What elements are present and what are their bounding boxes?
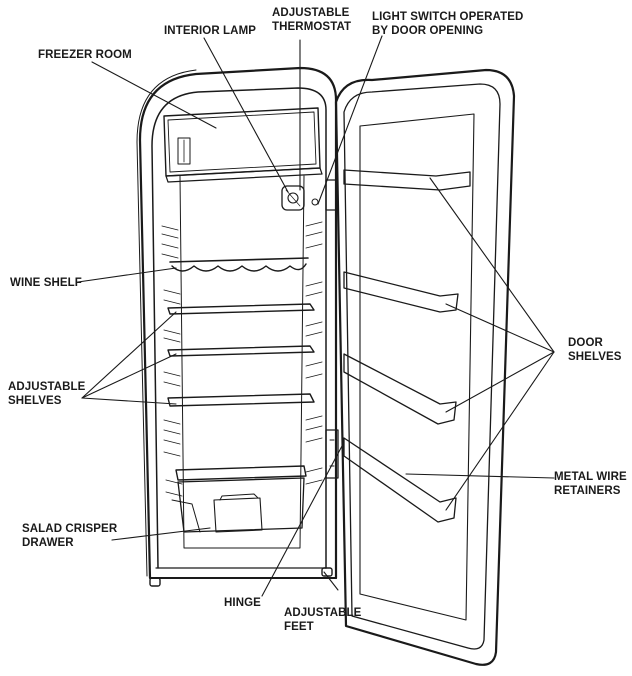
label-line: DRAWER: [22, 537, 74, 549]
label-line: FREEZER ROOM: [38, 49, 132, 61]
label-line: HINGE: [224, 597, 261, 609]
label-line: SHELVES: [8, 395, 62, 407]
door-shelves-drawing: [343, 169, 471, 523]
crisper-drawer: [171, 477, 305, 533]
label-salad-crisper-drawer: SALAD CRISPER DRAWER: [22, 522, 117, 550]
label-light-switch: LIGHT SWITCH OPERATED BY DOOR OPENING: [372, 10, 523, 38]
door: [334, 68, 516, 666]
label-door-shelves: DOOR SHELVES: [568, 336, 622, 364]
label-line: SHELVES: [568, 351, 622, 363]
label-line: RETAINERS: [554, 485, 621, 497]
label-line: METAL WIRE: [554, 471, 627, 483]
label-line: ADJUSTABLE: [8, 381, 86, 393]
glass-shelves: [167, 303, 315, 481]
label-hinge: HINGE: [224, 596, 261, 610]
cabinet: [136, 66, 338, 580]
label-line: THERMOSTAT: [272, 21, 352, 33]
label-line: DOOR: [568, 337, 603, 349]
label-interior-lamp: INTERIOR LAMP: [164, 24, 256, 38]
side-wall-ribs-left: [161, 225, 183, 497]
label-wine-shelf: WINE SHELF: [10, 276, 82, 290]
side-wall-ribs-right: [305, 221, 323, 485]
label-line: LIGHT SWITCH OPERATED: [372, 11, 524, 23]
lamp-thermostat-housing: [281, 185, 319, 211]
label-metal-wire-retainers: METAL WIRE RETAINERS: [554, 470, 627, 498]
leader-lines: [77, 35, 555, 597]
label-line: ADJUSTABLE: [284, 607, 362, 619]
label-freezer-room: FREEZER ROOM: [38, 48, 132, 62]
label-adjustable-shelves: ADJUSTABLE SHELVES: [8, 380, 85, 408]
label-line: INTERIOR LAMP: [164, 25, 257, 37]
label-line: WINE SHELF: [10, 277, 82, 289]
label-adjustable-thermostat: ADJUSTABLE THERMOSTAT: [272, 6, 351, 34]
wine-shelf-drawing: [169, 257, 309, 272]
label-line: SALAD CRISPER: [22, 523, 118, 535]
label-adjustable-feet: ADJUSTABLE FEET: [284, 606, 361, 634]
freezer-compartment: [163, 107, 323, 183]
label-line: ADJUSTABLE: [272, 7, 350, 19]
label-line: BY DOOR OPENING: [372, 25, 484, 37]
label-line: FEET: [284, 621, 314, 633]
